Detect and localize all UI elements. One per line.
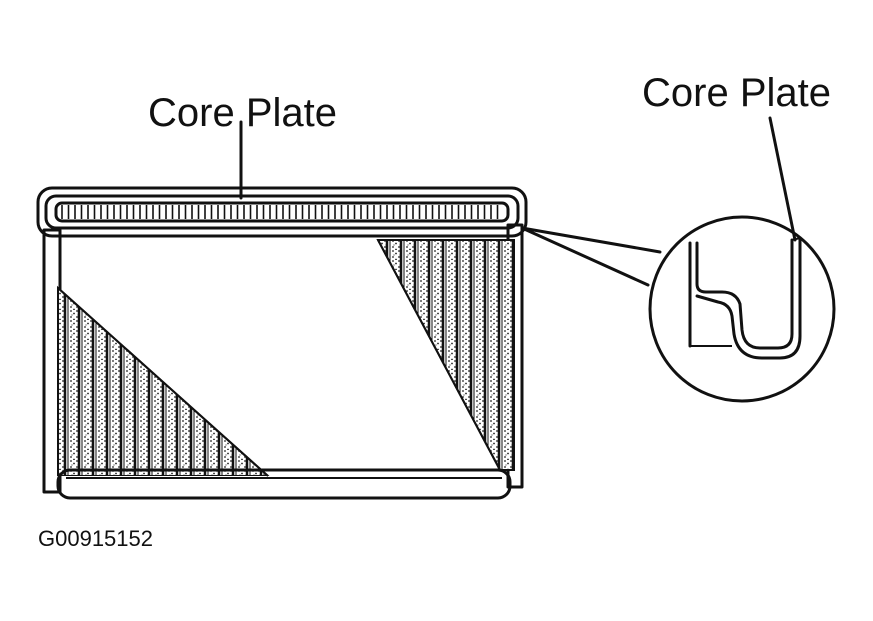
figure-code: G00915152 <box>38 526 153 551</box>
evaporator-core <box>36 186 528 500</box>
leader-line-detail <box>768 116 797 242</box>
fin-tube-region-upper-right <box>376 239 515 471</box>
top-core-plate <box>36 186 528 238</box>
detail-magnifier <box>648 215 836 403</box>
core-plate-label-detail: Core Plate <box>642 71 831 115</box>
callout-line-upper <box>520 226 662 254</box>
callout-line-lower <box>520 226 650 287</box>
core-plate-profile-inner <box>695 236 802 360</box>
core-plate-profile-outer <box>695 238 794 350</box>
core-plate-label-main: Core Plate <box>148 91 337 135</box>
bottom-core-plate <box>56 468 512 500</box>
